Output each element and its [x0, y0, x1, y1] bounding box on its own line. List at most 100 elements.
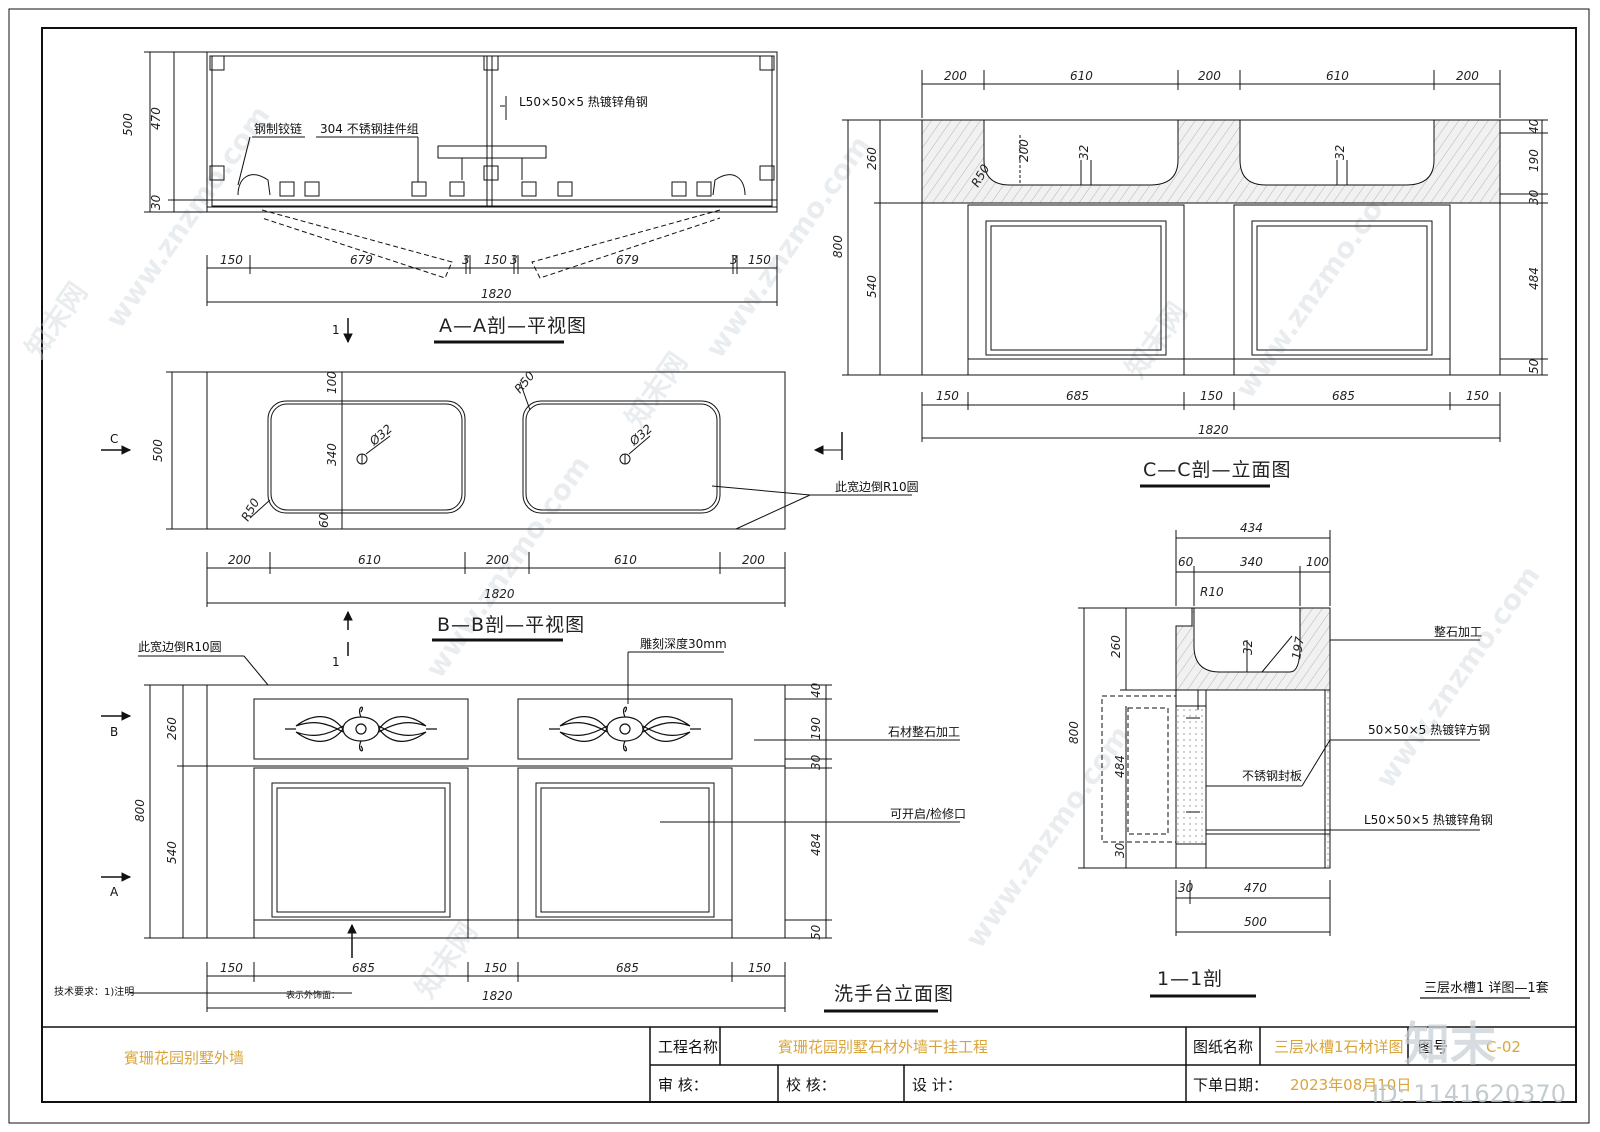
dim-text: 60: [1178, 555, 1194, 569]
view-elevation-text: 此宽边倒R10圆 雕刻深度30mm 石材整石加工 可开启/检修口 260 800…: [54, 636, 966, 1005]
watermark-text: www.znzmo.com: [1369, 560, 1547, 794]
date-value: 2023年08月10日: [1290, 1076, 1411, 1094]
dim-text: 1820: [1198, 423, 1229, 437]
dim-text: 340: [325, 443, 339, 466]
dim-text: 540: [165, 841, 179, 864]
dim-text: 340: [1240, 555, 1263, 569]
dim-text: 100: [1306, 555, 1329, 569]
view-cc-text: 200 610 200 610 200 200 32 32 R50 260 80…: [831, 69, 1541, 481]
dim-text: 610: [358, 553, 381, 567]
sheet-note: 三层水槽1 详图—1套: [1424, 980, 1549, 996]
radius-text: R10: [1200, 585, 1224, 599]
dim-text: 150: [220, 961, 243, 975]
view-11: [1078, 530, 1530, 999]
dim-text: 30: [1178, 881, 1194, 895]
dim-text: 685: [352, 961, 375, 975]
dim-text: 800: [133, 799, 147, 822]
dim-text: 30: [809, 754, 823, 770]
drain-text: Ø32: [366, 422, 395, 449]
dim-text: 500: [121, 113, 135, 136]
dim-text: 50: [809, 924, 823, 940]
section-mark-label: 1: [332, 323, 340, 337]
dim-text: 30: [149, 194, 163, 210]
watermark-text: 知末网: [409, 916, 484, 1004]
dim-text: 3: [462, 253, 470, 267]
label-edge: 此宽边倒R10圆: [138, 639, 222, 654]
dim-text: 1820: [481, 287, 512, 301]
project-label: 工程名称: [658, 1038, 718, 1056]
dim-text: 500: [1244, 915, 1267, 929]
view-elevation: [101, 651, 960, 1013]
dim-text: 30: [1113, 842, 1127, 858]
basin-dim: 200: [1017, 139, 1031, 162]
dim-text: 190: [1527, 149, 1541, 172]
dim-text: 3: [510, 253, 518, 267]
dim-text: 679: [350, 253, 373, 267]
ornament-left: [285, 706, 437, 752]
view-title-bb: B—B剖—平视图: [437, 614, 585, 636]
inner-dim: 32: [1241, 640, 1255, 655]
title-block-text: 賓珊花园别墅外墙 工程名称 賓珊花园别墅石材外墙干挂工程 图纸名称 三层水槽1石…: [124, 1038, 1521, 1094]
number-value: C-02: [1486, 1038, 1521, 1056]
label-angle: L50×50×5 热镀锌角钢: [1364, 813, 1493, 827]
dim-text: 200: [228, 553, 251, 567]
watermark-text: www.znzmo.com: [959, 720, 1137, 954]
dim-text: 260: [1109, 635, 1123, 658]
dim-text: 150: [484, 253, 507, 267]
dim-text: 200: [1456, 69, 1479, 83]
inner-dim: 197: [1289, 635, 1307, 660]
label-stone: 整石加工: [1434, 624, 1482, 639]
basin-dim: 32: [1077, 145, 1091, 160]
label-hinge: 钢制铰链: [254, 121, 302, 136]
dim-text: 50: [1527, 358, 1541, 374]
view-bb-text: 500 100 340 60 R50 R50 Ø32 Ø32 此宽边倒R10圆 …: [110, 369, 919, 669]
dim-text: 484: [1527, 267, 1541, 290]
section-mark-label: A: [110, 885, 119, 899]
dim-text: 40: [809, 682, 823, 698]
dim-text: 190: [809, 717, 823, 740]
dim-text: 200: [742, 553, 765, 567]
view-aa-text: L50×50×5 热镀锌角钢 钢制铰链 304 不锈钢挂件组 500 470 3…: [121, 95, 771, 337]
dim-text: 60: [317, 512, 331, 528]
dim-text: 3: [730, 253, 738, 267]
logo-text: 知末: [1404, 1017, 1496, 1071]
dim-text: 150: [748, 961, 771, 975]
watermark-logo: 知末 ID: 1141620370: [1372, 1017, 1566, 1108]
note-technical: 技术要求：1)注明: [54, 985, 134, 998]
view-bb: [101, 371, 912, 656]
view-title-aa: A—A剖—平视图: [439, 315, 587, 337]
dim-text: 30: [1527, 189, 1541, 205]
note-finish: 表示外饰面：: [286, 989, 340, 1001]
dim-text: 260: [865, 147, 879, 170]
dim-text: 434: [1240, 521, 1263, 535]
dim-text: 1820: [482, 989, 513, 1003]
check-label: 校 核：: [786, 1076, 836, 1094]
section-mark-label: 1: [332, 655, 340, 669]
dim-text: 150: [484, 961, 507, 975]
radius-text: R50: [512, 369, 538, 396]
number-label: 图号: [1418, 1038, 1448, 1056]
date-label: 下单日期：: [1193, 1076, 1268, 1094]
dim-text: 484: [809, 833, 823, 856]
dim-text: 484: [1113, 755, 1127, 778]
project-value: 賓珊花园别墅石材外墙干挂工程: [778, 1038, 988, 1056]
dim-text: 150: [1466, 389, 1489, 403]
view-aa: [144, 51, 778, 344]
dim-text: 800: [831, 235, 845, 258]
view-title-elevation: 洗手台立面图: [834, 983, 954, 1005]
dim-text: 200: [1198, 69, 1221, 83]
dim-text: 150: [748, 253, 771, 267]
dim-text: 200: [944, 69, 967, 83]
dim-text: 685: [616, 961, 639, 975]
label-tube: 50×50×5 热镀锌方钢: [1368, 722, 1490, 737]
dim-text: 150: [1200, 389, 1223, 403]
dim-text: 610: [1326, 69, 1349, 83]
dim-text: 40: [1527, 118, 1541, 134]
watermark-text: 知末网: [619, 346, 694, 434]
basin-dim: 32: [1333, 145, 1347, 160]
drawing-value: 三层水槽1石材详图: [1274, 1038, 1404, 1056]
label-steel: L50×50×5 热镀锌角钢: [519, 95, 648, 109]
dim-text: 540: [865, 275, 879, 298]
dim-text: 470: [1244, 881, 1267, 895]
